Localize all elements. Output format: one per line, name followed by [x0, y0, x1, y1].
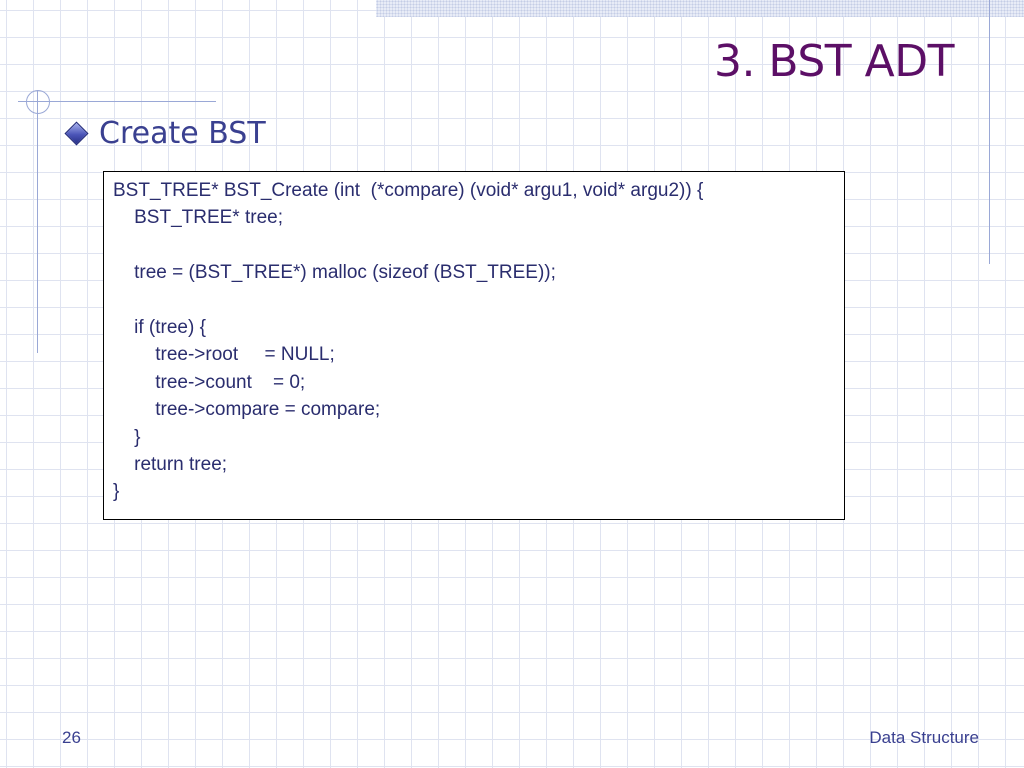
code-line: tree = (BST_TREE*) malloc (sizeof (BST_T…: [113, 262, 556, 284]
slide-title: 3. BST ADT: [713, 36, 955, 87]
code-line: tree->count = 0;: [113, 371, 306, 393]
bullet-text: Create BST: [99, 116, 266, 151]
code-line: tree->root = NULL;: [113, 344, 335, 366]
code-line: [113, 287, 835, 314]
bullet-item: Create BST: [62, 116, 266, 151]
code-line: BST_TREE* BST_Create (int (*compare) (vo…: [113, 180, 704, 201]
code-line: BST_TREE* tree;: [113, 207, 283, 229]
code-line: }: [113, 426, 141, 448]
code-box: BST_TREE* BST_Create (int (*compare) (vo…: [103, 171, 845, 520]
code-line: return tree;: [113, 453, 228, 475]
top-decorative-band: [376, 0, 1024, 17]
footer-course-name: Data Structure: [869, 728, 979, 747]
right-vertical-accent-line: [989, 0, 990, 264]
left-vertical-accent-line: [37, 90, 38, 353]
page-number: 26: [62, 728, 81, 747]
diamond-bullet-icon: [64, 121, 89, 146]
horizontal-accent-line: [18, 101, 216, 102]
code-line: [113, 232, 835, 259]
code-line: }: [113, 481, 120, 503]
crosshair-circle-decoration: [26, 90, 50, 114]
code-line: if (tree) {: [113, 316, 206, 338]
code-line: tree->compare = compare;: [113, 399, 381, 421]
